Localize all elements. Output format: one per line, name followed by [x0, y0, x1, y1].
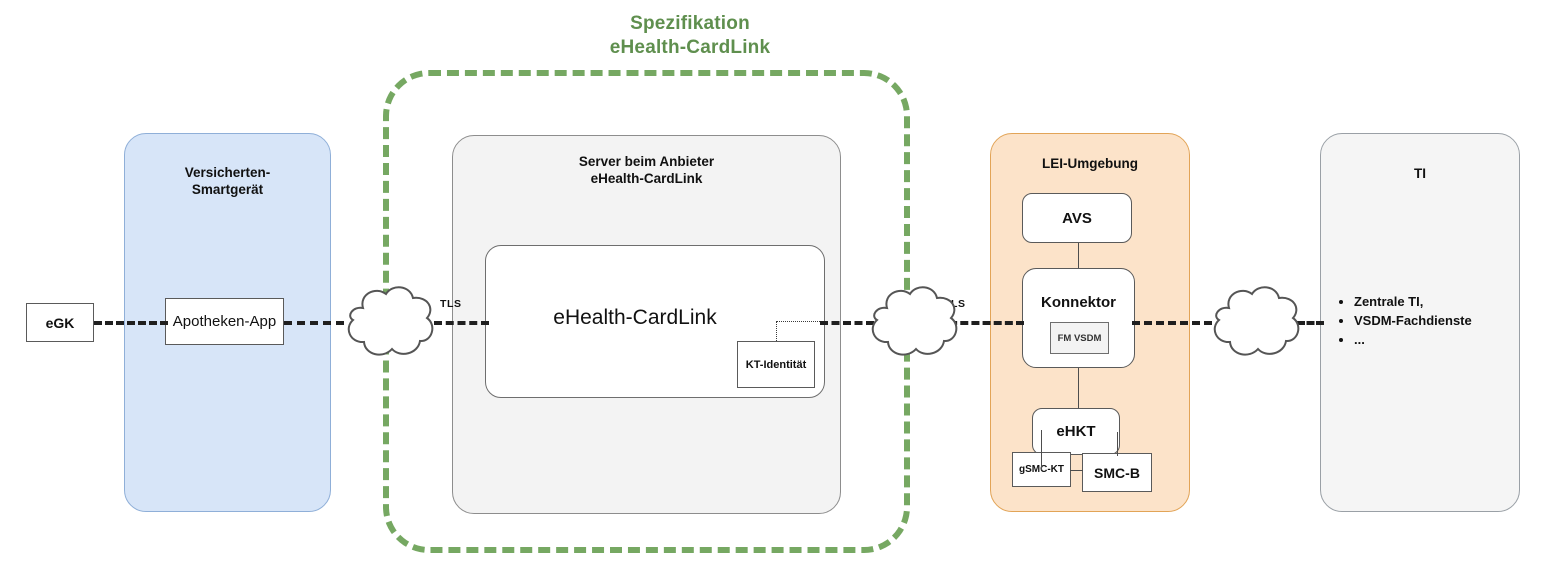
connection-konnektor-cloud-ti — [1132, 321, 1212, 325]
tls-label-left: TLS — [440, 298, 462, 310]
server-anbieter-title-line-2: eHealth-CardLink — [590, 171, 703, 186]
connection-cloud-ti-ti — [1297, 321, 1324, 325]
smc-b-box[interactable]: SMC-B — [1082, 453, 1152, 492]
network-cloud-left — [347, 286, 434, 356]
ti-list-item: VSDM-Fachdienste — [1354, 311, 1516, 330]
spezifikation-title-line-2: eHealth-CardLink — [609, 37, 771, 58]
server-anbieter-title: Server beim Anbieter eHealth-CardLink — [453, 153, 840, 187]
connection-server-cloud-right — [820, 321, 874, 325]
apotheken-app-box[interactable]: Apotheken-App — [165, 298, 284, 345]
ti-list-item: ... — [1354, 330, 1516, 349]
lei-umgebung-title: LEI-Umgebung — [1042, 156, 1138, 171]
ehkt-smc-b-connector — [1117, 432, 1118, 456]
ti-list-item: Zentrale TI, — [1354, 292, 1516, 311]
ehealth-cardlink-service-label: eHealth-CardLink — [553, 306, 717, 329]
spezifikation-title-line-1: Spezifikation — [630, 13, 750, 34]
server-anbieter-title-line-1: Server beim Anbieter — [578, 154, 715, 169]
ehkt-box[interactable]: eHKT — [1032, 408, 1120, 455]
ti-title: TI — [1414, 166, 1426, 181]
versicherten-smartgeraet-title-line-2: Smartgerät — [191, 182, 264, 197]
network-cloud-right — [1213, 286, 1300, 356]
gsmc-kt-smc-b-connector — [1070, 470, 1083, 471]
connection-egk-app — [94, 321, 168, 325]
kt-identitaet-box[interactable]: KT-Identität — [737, 341, 815, 388]
konnektor-label: Konnektor — [1041, 294, 1116, 311]
ti-service-list: Zentrale TI, VSDM-Fachdienste ... — [1336, 292, 1516, 349]
konnektor-ehkt-connector — [1078, 368, 1079, 408]
spezifikation-title: Spezifikation eHealth-CardLink — [515, 12, 865, 60]
kt-identitaet-link-vertical — [776, 321, 777, 341]
connection-cloud-left-server — [434, 321, 489, 325]
avs-konnektor-connector — [1078, 243, 1079, 268]
kt-identitaet-link-horizontal — [776, 321, 822, 322]
konnektor-box[interactable]: Konnektor FM VSDM — [1022, 268, 1135, 368]
network-cloud-middle — [871, 286, 958, 356]
versicherten-smartgeraet-title: Versicherten- Smartgerät — [125, 164, 330, 198]
avs-box[interactable]: AVS — [1022, 193, 1132, 243]
ti-container: TI — [1320, 133, 1520, 512]
egk-box[interactable]: eGK — [26, 303, 94, 342]
versicherten-smartgeraet-title-line-1: Versicherten- — [184, 165, 271, 180]
fm-vsdm-box[interactable]: FM VSDM — [1050, 322, 1109, 354]
connection-app-cloud-left — [284, 321, 344, 325]
ehkt-gsmc-kt-connector — [1041, 430, 1042, 470]
connection-cloud-right-konnektor — [938, 321, 1024, 325]
